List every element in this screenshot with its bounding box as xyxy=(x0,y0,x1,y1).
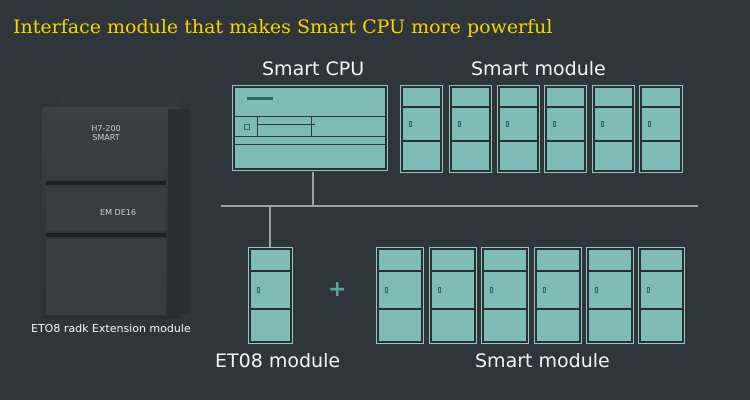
cpu-divider xyxy=(311,116,312,136)
extension-module-photo: H7-200 SMART EM DE16 xyxy=(42,97,192,319)
cpu-connector-line xyxy=(312,172,314,206)
device-model-line2: SMART xyxy=(92,133,120,142)
module-groove xyxy=(46,233,166,237)
smart-module-box xyxy=(638,247,685,344)
cpu-divider xyxy=(235,144,385,145)
module-front-upper xyxy=(46,119,166,177)
extension-module-caption: ETO8 radk Extension module xyxy=(31,322,191,335)
cpu-indicator xyxy=(244,124,250,130)
smart-module-box xyxy=(592,85,635,173)
device-expansion-tag: EM DE16 xyxy=(100,208,136,217)
smart-module-bottom-label: Smart module xyxy=(475,350,610,372)
smart-cpu-label: Smart CPU xyxy=(262,58,365,80)
smart-module-box xyxy=(481,247,529,344)
smart-module-box xyxy=(400,85,443,173)
smart-module-box xyxy=(376,247,424,344)
smart-module-box xyxy=(429,247,477,344)
smart-module-top-label: Smart module xyxy=(471,58,606,80)
cpu-divider xyxy=(257,124,315,125)
module-groove xyxy=(46,181,166,185)
cpu-divider xyxy=(257,116,258,136)
module-side xyxy=(168,109,190,314)
smart-module-box xyxy=(586,247,634,344)
module-front-lower xyxy=(46,239,166,315)
cpu-divider xyxy=(235,136,385,137)
module-front-middle xyxy=(46,187,166,231)
device-model-line1: H7-200 xyxy=(91,124,121,133)
et08-module-label: ET08 module xyxy=(215,350,341,372)
et08-module-box xyxy=(248,247,293,344)
diagram-title: Interface module that makes Smart CPU mo… xyxy=(13,16,553,38)
smart-module-box xyxy=(639,85,683,173)
bus-line xyxy=(221,205,698,207)
smart-module-box xyxy=(534,247,582,344)
cpu-led-bar xyxy=(247,97,273,100)
et08-connector-line xyxy=(269,206,271,248)
smart-module-box xyxy=(497,85,540,173)
smart-module-box xyxy=(449,85,492,173)
cpu-divider xyxy=(235,116,385,117)
plus-sign: + xyxy=(328,277,347,302)
smart-module-box xyxy=(544,85,587,173)
smart-cpu-box xyxy=(232,85,388,171)
